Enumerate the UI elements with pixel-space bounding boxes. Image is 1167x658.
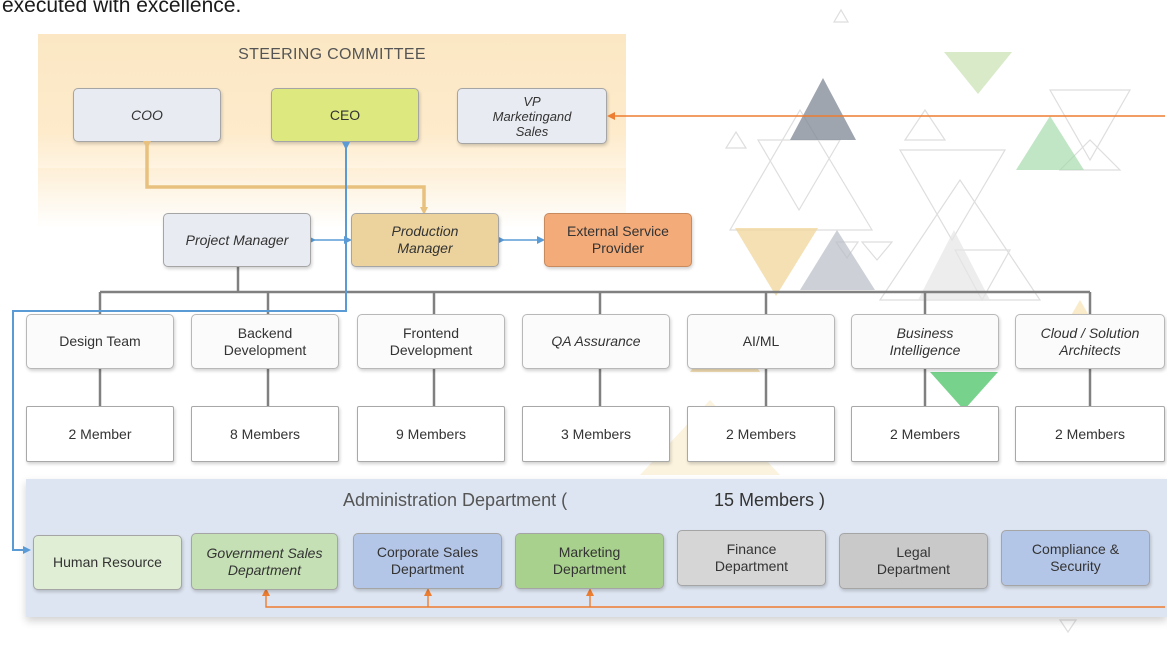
team-name-line-1: Cloud / Solution [1040, 324, 1140, 341]
ceo-label: CEO [329, 106, 361, 123]
team-box[interactable]: QA Assurance [522, 314, 670, 369]
ceo-box[interactable]: CEO [271, 88, 419, 142]
department-name-line-1: Corporate Sales [376, 544, 479, 560]
admin-title-label: Administration Department ( [343, 490, 568, 510]
team-member-count: 2 Members [687, 406, 835, 462]
team-name-line-1: AI/ML [742, 333, 780, 349]
department-name-line-2: Security [1050, 558, 1101, 574]
team-name-line-1: Frontend [402, 324, 460, 341]
department-name-line-1: Marketing [558, 544, 621, 560]
department-name-line-2: Department [552, 561, 627, 577]
vp-label-line-3: Sales [515, 123, 549, 139]
team-member-count: 3 Members [522, 406, 670, 462]
team-member-count: 2 Member [26, 406, 174, 462]
department-name-line-1: Legal [896, 544, 931, 560]
header-text: executed with excellence. [2, 0, 242, 17]
team-name-line-1: Backend [237, 324, 293, 341]
team-name-line-2: Development [223, 341, 307, 358]
vp-marketing-sales-box[interactable]: VP Marketingand Sales [457, 88, 607, 144]
team-name-line-2: Architects [1059, 341, 1121, 358]
team-box[interactable]: Design Team [26, 314, 174, 369]
project-manager-label: Project Manager [185, 231, 289, 248]
production-manager-line-1: Production [391, 223, 459, 239]
team-name-line-1: Design Team [59, 333, 141, 349]
vp-label-line-1: VP [523, 93, 541, 109]
external-service-provider-box[interactable]: External Service Provider [544, 213, 692, 267]
production-manager-box[interactable]: Production Manager [351, 213, 499, 267]
external-provider-line-2: Provider [591, 240, 645, 256]
department-box[interactable]: Human Resource [33, 535, 182, 590]
team-member-count: 2 Members [1015, 406, 1165, 462]
team-member-count: 8 Members [191, 406, 339, 462]
department-name-line-2: Department [876, 561, 951, 577]
department-name-line-2: Department [714, 558, 789, 574]
department-box[interactable]: Compliance &Security [1001, 530, 1150, 586]
department-name-line-1: Compliance & [1031, 541, 1120, 557]
department-name-line-2: Department [227, 561, 302, 578]
team-name-line-1: Business [896, 324, 954, 341]
team-box[interactable]: AI/ML [687, 314, 835, 369]
external-provider-line-1: External Service [567, 223, 669, 239]
admin-member-count: 15 Members ) [714, 490, 826, 510]
team-name-line-1: QA Assurance [551, 333, 641, 349]
team-member-count: 9 Members [357, 406, 505, 462]
team-name-line-2: Development [389, 341, 473, 358]
department-name-line-1: Finance [726, 541, 777, 557]
vp-label-line-2: Marketingand [492, 108, 572, 124]
coo-label: COO [131, 106, 163, 123]
team-member-count: 2 Members [851, 406, 999, 462]
department-name-line-2: Department [390, 561, 465, 577]
steering-committee-title: STEERING COMMITTEE [238, 46, 426, 63]
department-name-line-1: Human Resource [53, 554, 162, 570]
team-name-line-2: Intelligence [889, 341, 961, 358]
coo-box[interactable]: COO [73, 88, 221, 142]
department-name-line-1: Government Sales [206, 544, 323, 561]
production-manager-line-2: Manager [397, 240, 453, 256]
project-manager-box[interactable]: Project Manager [163, 213, 311, 267]
